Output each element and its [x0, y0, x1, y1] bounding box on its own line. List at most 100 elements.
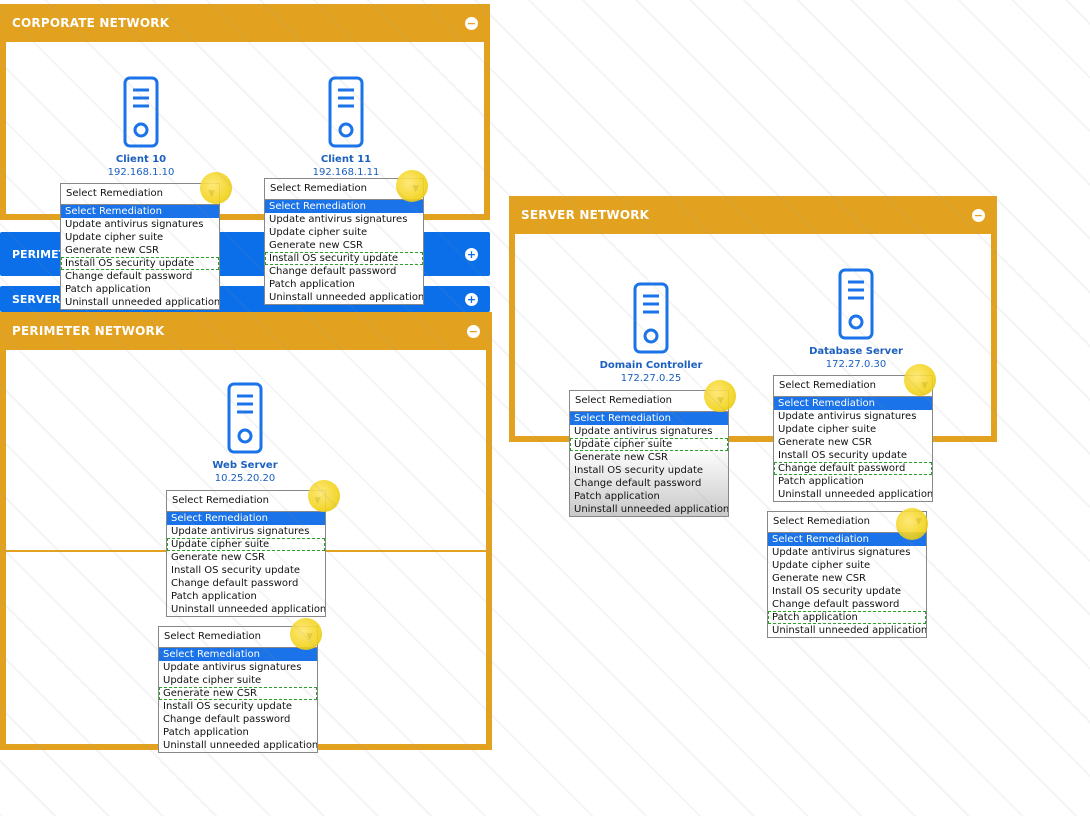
select-value: Select Remediation	[172, 495, 269, 506]
option-install-os-update[interactable]: Install OS security update	[265, 252, 423, 265]
option-uninstall-apps[interactable]: Uninstall unneeded applications	[574, 504, 728, 515]
server-icon	[123, 76, 159, 148]
chevron-down-icon: ▼	[314, 496, 321, 506]
remediation-select[interactable]: Select Remediation ▼	[774, 376, 932, 397]
remediation-dropdown-client-11[interactable]: Select Remediation ▼ Select Remediation …	[264, 178, 424, 305]
option-generate-csr[interactable]: Generate new CSR	[65, 245, 160, 256]
option-install-os-update[interactable]: Install OS security update	[772, 586, 902, 597]
option-update-antivirus[interactable]: Update antivirus signatures	[772, 547, 911, 558]
remediation-options: Select Remediation Update antivirus sign…	[265, 200, 423, 304]
device-client-10[interactable]: Client 10 192.168.1.10	[71, 76, 211, 178]
option-change-password[interactable]: Change default password	[171, 578, 299, 589]
option-install-os-update[interactable]: Install OS security update	[574, 465, 704, 476]
remediation-dropdown-web-server-1[interactable]: Select Remediation ▼ Select Remediation …	[166, 490, 326, 617]
option-update-antivirus[interactable]: Update antivirus signatures	[574, 426, 713, 437]
remediation-options: Select Remediation Update antivirus sign…	[167, 512, 325, 616]
remediation-dropdown-database-server-1[interactable]: Select Remediation ▼ Select Remediation …	[773, 375, 933, 502]
expand-icon[interactable]: +	[465, 292, 478, 306]
option-generate-csr[interactable]: Generate new CSR	[269, 240, 364, 251]
option-update-cipher[interactable]: Update cipher suite	[570, 438, 728, 451]
device-domain-controller[interactable]: Domain Controller 172.27.0.25	[581, 282, 721, 384]
option-update-antivirus[interactable]: Update antivirus signatures	[65, 219, 204, 230]
server-icon	[633, 282, 669, 354]
option-uninstall-apps[interactable]: Uninstall unneeded applications	[65, 297, 219, 308]
expand-icon[interactable]: +	[465, 247, 478, 261]
option-patch-application[interactable]: Patch application	[768, 611, 926, 624]
chevron-down-icon: ▼	[921, 381, 928, 391]
panel-title: SERVER NETWORK	[521, 208, 650, 222]
collapse-icon[interactable]: −	[465, 16, 478, 30]
option-change-password[interactable]: Change default password	[574, 478, 702, 489]
device-web-server[interactable]: Web Server 10.25.20.20	[175, 382, 315, 484]
device-name: Database Server	[809, 346, 903, 357]
server-network-header[interactable]: SERVER NETWORK −	[509, 196, 997, 234]
remediation-dropdown-domain-controller[interactable]: Select Remediation ▼ Select Remediation …	[569, 390, 729, 517]
remediation-dropdown-client-10[interactable]: Select Remediation ▼ Select Remediation …	[60, 183, 220, 310]
remediation-options: Select Remediation Update antivirus sign…	[768, 533, 926, 637]
remediation-dropdown-web-server-2[interactable]: Select Remediation ▼ Select Remediation …	[158, 626, 318, 753]
option-select-remediation[interactable]: Select Remediation	[768, 533, 926, 546]
option-patch-application[interactable]: Patch application	[171, 591, 257, 602]
remediation-options: Select Remediation Update antivirus sign…	[774, 397, 932, 501]
option-uninstall-apps[interactable]: Uninstall unneeded applications	[269, 292, 423, 303]
remediation-select[interactable]: Select Remediation ▼	[570, 391, 728, 412]
remediation-select[interactable]: Select Remediation ▼	[265, 179, 423, 200]
corporate-network-header[interactable]: CORPORATE NETWORK −	[0, 4, 490, 42]
option-select-remediation[interactable]: Select Remediation	[774, 397, 932, 410]
option-select-remediation[interactable]: Select Remediation	[570, 412, 728, 425]
option-patch-application[interactable]: Patch application	[163, 727, 249, 738]
option-change-password[interactable]: Change default password	[772, 599, 900, 610]
option-install-os-update[interactable]: Install OS security update	[778, 450, 908, 461]
device-ip: 172.27.0.25	[620, 373, 682, 384]
option-select-remediation[interactable]: Select Remediation	[167, 512, 325, 525]
option-install-os-update[interactable]: Install OS security update	[171, 565, 301, 576]
option-patch-application[interactable]: Patch application	[269, 279, 355, 290]
device-database-server[interactable]: Database Server 172.27.0.30	[786, 268, 926, 370]
server-icon	[838, 268, 874, 340]
option-update-antivirus[interactable]: Update antivirus signatures	[171, 526, 310, 537]
option-uninstall-apps[interactable]: Uninstall unneeded applications	[778, 489, 932, 500]
option-generate-csr[interactable]: Generate new CSR	[772, 573, 867, 584]
perimeter-network-header[interactable]: PERIMETER NETWORK −	[0, 312, 492, 350]
option-update-cipher[interactable]: Update cipher suite	[269, 227, 368, 238]
option-update-cipher[interactable]: Update cipher suite	[65, 232, 164, 243]
option-patch-application[interactable]: Patch application	[574, 491, 660, 502]
option-install-os-update[interactable]: Install OS security update	[61, 257, 219, 270]
remediation-select[interactable]: Select Remediation ▼	[61, 184, 219, 205]
option-update-antivirus[interactable]: Update antivirus signatures	[269, 214, 408, 225]
device-client-11[interactable]: Client 11 192.168.1.11	[276, 76, 416, 178]
collapse-icon[interactable]: −	[972, 208, 985, 222]
option-select-remediation[interactable]: Select Remediation	[61, 205, 219, 218]
option-generate-csr[interactable]: Generate new CSR	[159, 687, 317, 700]
device-name: Domain Controller	[599, 360, 703, 371]
option-generate-csr[interactable]: Generate new CSR	[171, 552, 266, 563]
option-change-password[interactable]: Change default password	[163, 714, 291, 725]
option-generate-csr[interactable]: Generate new CSR	[574, 452, 669, 463]
option-patch-application[interactable]: Patch application	[778, 476, 864, 487]
remediation-select[interactable]: Select Remediation ▼	[167, 491, 325, 512]
option-update-cipher[interactable]: Update cipher suite	[778, 424, 877, 435]
select-value: Select Remediation	[66, 188, 163, 199]
option-update-antivirus[interactable]: Update antivirus signatures	[778, 411, 917, 422]
remediation-select[interactable]: Select Remediation ▼	[768, 512, 926, 533]
option-generate-csr[interactable]: Generate new CSR	[778, 437, 873, 448]
option-change-password[interactable]: Change default password	[269, 266, 397, 277]
option-uninstall-apps[interactable]: Uninstall unneeded applications	[772, 625, 926, 636]
option-select-remediation[interactable]: Select Remediation	[159, 648, 317, 661]
option-uninstall-apps[interactable]: Uninstall unneeded applications	[171, 604, 325, 615]
remediation-dropdown-database-server-2[interactable]: Select Remediation ▼ Select Remediation …	[767, 511, 927, 638]
option-select-remediation[interactable]: Select Remediation	[265, 200, 423, 213]
option-install-os-update[interactable]: Install OS security update	[163, 701, 293, 712]
option-change-password[interactable]: Change default password	[65, 271, 193, 282]
option-update-cipher[interactable]: Update cipher suite	[772, 560, 871, 571]
option-update-cipher[interactable]: Update cipher suite	[167, 538, 325, 551]
chevron-down-icon: ▼	[208, 189, 215, 199]
remediation-select[interactable]: Select Remediation ▼	[159, 627, 317, 648]
device-ip: 192.168.1.10	[107, 167, 175, 178]
collapse-icon[interactable]: −	[467, 324, 480, 338]
option-uninstall-apps[interactable]: Uninstall unneeded applications	[163, 740, 317, 751]
option-update-cipher[interactable]: Update cipher suite	[163, 675, 262, 686]
option-change-password[interactable]: Change default password	[774, 462, 932, 475]
option-update-antivirus[interactable]: Update antivirus signatures	[163, 662, 302, 673]
option-patch-application[interactable]: Patch application	[65, 284, 151, 295]
